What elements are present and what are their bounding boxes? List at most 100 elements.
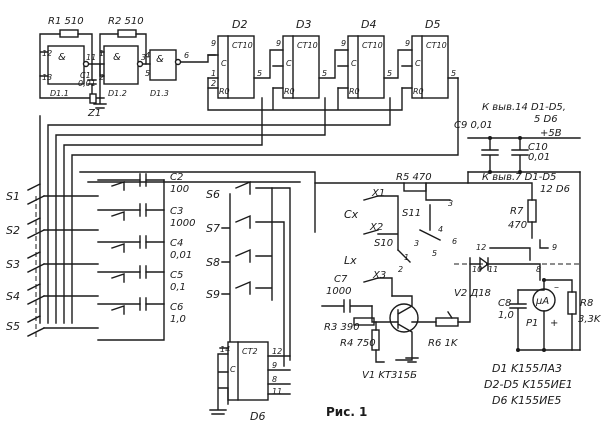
svg-text:3: 3 — [414, 239, 419, 248]
gate-d1-3 — [149, 49, 177, 81]
meter-section: R6 1K R7 470 12 9 8 11 10 V2 Д18 C8 1,0 … — [411, 171, 602, 352]
svg-text:R0: R0 — [219, 87, 230, 96]
svg-text:11: 11 — [86, 53, 96, 62]
svg-text:4: 4 — [145, 51, 150, 60]
label-d3: D3 — [296, 18, 311, 31]
label-cx: Cx — [344, 208, 359, 221]
label-r6: R6 1K — [428, 338, 459, 349]
label-power-pin7: К выв.7 D1-D5 — [482, 172, 556, 183]
label-c2: C2 — [170, 172, 183, 183]
label-r4: R4 750 — [340, 338, 376, 349]
svg-text:C: C — [221, 59, 227, 68]
resistor-r8 — [567, 291, 577, 315]
svg-text:5 D6: 5 D6 — [534, 114, 558, 125]
svg-text:12: 12 — [476, 243, 486, 252]
label-c1: C1 — [80, 71, 91, 80]
svg-text:R0: R0 — [284, 87, 295, 96]
switch-group-s6-s9: S6 S7 S8 S9 — [206, 180, 291, 367]
counter-d3 — [282, 35, 320, 99]
label-meter-unit: μA — [535, 296, 549, 307]
label-r8: R8 — [580, 298, 593, 309]
label-x1: X1 — [371, 188, 385, 199]
bus-lines — [39, 77, 459, 324]
capacitor-bank: C2 100 C3 1000 C4 0,01 C5 0,1 C6 1,0 — [97, 172, 195, 341]
svg-text:3: 3 — [448, 199, 453, 208]
svg-text:1000: 1000 — [326, 286, 351, 297]
label-d1-1: D1.1 — [50, 89, 69, 98]
label-v1: V1 KT315Б — [362, 370, 417, 381]
label-s1: S1 — [6, 190, 20, 203]
svg-text:1: 1 — [211, 69, 216, 78]
label-s11: S11 — [402, 208, 421, 219]
label-z1: Z1 — [87, 108, 101, 119]
svg-text:2: 2 — [398, 265, 403, 274]
label-s3: S3 — [6, 258, 20, 271]
svg-text:11: 11 — [488, 265, 498, 274]
svg-text:9: 9 — [341, 39, 346, 48]
label-c3: C3 — [170, 206, 183, 217]
label-d4: D4 — [361, 18, 376, 31]
svg-text:9: 9 — [211, 39, 216, 48]
svg-text:0,01: 0,01 — [170, 250, 192, 261]
resistor-r2 — [117, 29, 137, 38]
svg-text:12: 12 — [272, 347, 282, 356]
label-d1-3: D1.3 — [150, 89, 169, 98]
label-s8: S8 — [206, 256, 220, 269]
svg-text:3: 3 — [141, 53, 146, 62]
svg-text:C: C — [286, 59, 292, 68]
resistor-r5 — [403, 182, 427, 192]
legend-d6: D6 K155ИЕ5 — [492, 394, 561, 407]
svg-text:9: 9 — [405, 39, 410, 48]
label-r2: R2 510 — [108, 16, 144, 27]
crystal-z1 — [89, 93, 97, 104]
label-s7: S7 — [206, 222, 220, 235]
label-c8: C8 — [498, 298, 511, 309]
label-c9: C9 0,01 — [454, 120, 493, 131]
svg-text:C: C — [230, 365, 236, 374]
counter-chain: D2 D3 D4 D5 CT10 CT10 CT10 CT10 C C C C … — [207, 18, 459, 111]
svg-text:5: 5 — [451, 69, 456, 78]
svg-text:14: 14 — [220, 345, 230, 354]
counter-d4 — [347, 35, 385, 99]
figure-caption: Рис. 1 — [326, 405, 367, 419]
svg-text:5: 5 — [322, 69, 327, 78]
label-s6: S6 — [206, 188, 220, 201]
resistor-r1 — [59, 29, 79, 38]
legend-d2-d5: D2-D5 K155ИЕ1 — [484, 378, 573, 391]
gate-block-d1: & & & R1 510 R2 510 C1 0,01 Z1 D1.1 D1.2… — [39, 16, 216, 119]
gate-d1-1 — [47, 45, 85, 85]
svg-text:9: 9 — [276, 39, 281, 48]
label-power-pin14: К выв.14 D1-D5, — [482, 102, 566, 113]
svg-text:4: 4 — [438, 225, 443, 234]
svg-text:9: 9 — [272, 361, 277, 370]
legend: D1 K155ЛА3 D2-D5 K155ИЕ1 D6 K155ИЕ5 — [484, 362, 573, 407]
svg-text:1,0: 1,0 — [170, 314, 186, 325]
label-d2: D2 — [232, 18, 247, 31]
svg-text:470: 470 — [508, 220, 527, 231]
svg-text:11: 11 — [272, 387, 282, 396]
svg-text:CT2: CT2 — [242, 347, 258, 356]
input-section: X1 X2 X3 Cx Lx S10 S11 R5 470 3 4 6 5 3 … — [314, 171, 469, 297]
label-s10: S10 — [374, 238, 393, 249]
svg-text:CT10: CT10 — [297, 41, 318, 50]
label-c7: C7 — [334, 274, 348, 285]
label-v2: V2 Д18 — [454, 288, 491, 299]
transistor-stage: C7 1000 R3 390 R4 750 V1 KT315Б — [321, 274, 419, 381]
label-c4: C4 — [170, 238, 183, 249]
svg-text:–: – — [554, 282, 559, 293]
svg-text:5: 5 — [257, 69, 262, 78]
svg-text:5: 5 — [432, 249, 437, 258]
gate-symbol: & — [58, 52, 66, 63]
transistor-v1 — [389, 303, 419, 333]
svg-text:CT10: CT10 — [362, 41, 383, 50]
label-r1: R1 510 — [48, 16, 84, 27]
gate-d1-2 — [103, 45, 139, 85]
svg-text:+: + — [550, 318, 558, 329]
svg-text:100: 100 — [170, 184, 189, 195]
label-r5: R5 470 — [396, 172, 432, 183]
label-d6: D6 — [250, 410, 265, 423]
label-s5: S5 — [6, 320, 20, 333]
svg-text:R0: R0 — [349, 87, 360, 96]
svg-text:1: 1 — [99, 49, 104, 58]
